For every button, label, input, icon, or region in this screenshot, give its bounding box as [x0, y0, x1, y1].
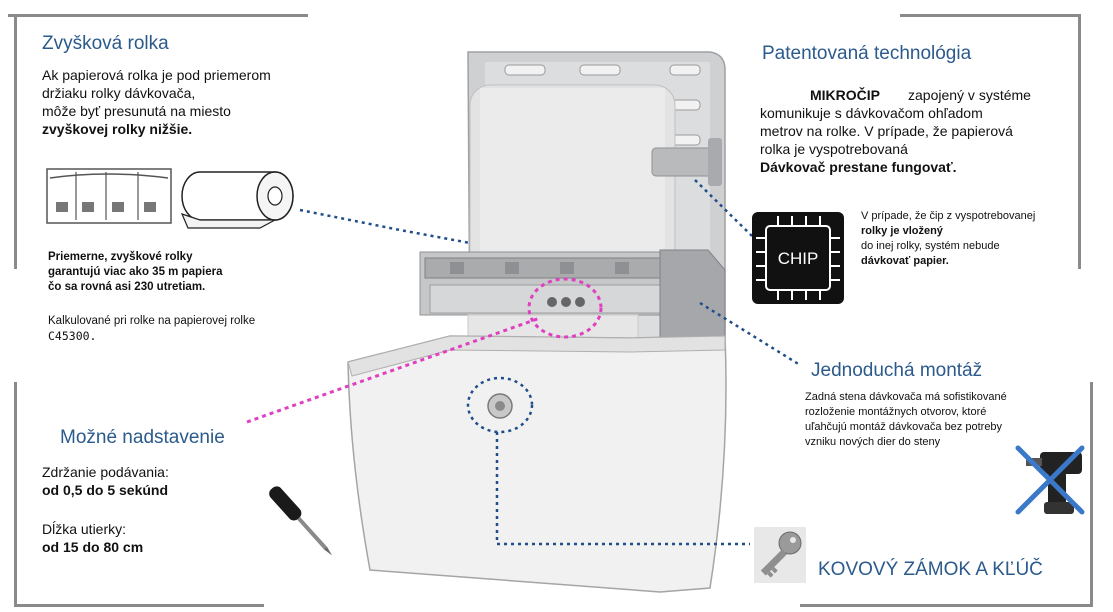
delay-label: Zdržanie podávania:: [42, 464, 169, 480]
chip-word: MIKROČIP: [810, 87, 880, 103]
chip-note-bold-line: dávkovať papier.: [861, 255, 949, 267]
chip-icon: CHIP: [752, 212, 844, 304]
raised-roll-line: môže byť presunutá na miesto: [42, 103, 231, 119]
patent-first-line-rest: zapojený v systéme: [908, 87, 1031, 103]
frame-top-right: [900, 14, 1080, 17]
roll-holder-icon: [46, 168, 172, 224]
mounting-heading: Jednoduchá montáž: [811, 360, 983, 381]
patent-heading: Patentovaná technológia: [762, 43, 972, 64]
patent-line: metrov na rolke. V prípade, že papierová: [760, 123, 1013, 139]
frame-bottom-right: [800, 604, 1093, 607]
raised-roll-text: Ak papierová rolka je pod priemerom drži…: [42, 66, 271, 138]
patent-line: komunikuje s dávkovačom ohľadom: [760, 105, 983, 121]
mounting-line: rozloženie montážnych otvorov, ktoré: [805, 406, 987, 418]
frame-top-left: [8, 14, 308, 17]
frame-bottom-left: [14, 604, 264, 607]
raised-roll-heading: Zvyšková rolka: [42, 33, 169, 54]
raised-roll-line: Ak papierová rolka je pod priemerom: [42, 67, 271, 83]
mounting-line: uľahčujú montáž dávkovača bez potreby: [805, 421, 1003, 433]
mounting-line: vzniku nových dier do steny: [805, 436, 941, 448]
patent-line: rolka je vyspotrebovaná: [760, 141, 908, 157]
stats-note-line: C45300.: [48, 329, 97, 343]
chip-note: V prípade, že čip z vyspotrebovanej rolk…: [861, 209, 1035, 269]
drill-crossed-icon: [1015, 445, 1085, 515]
settings-text: Zdržanie podávania: od 0,5 do 5 sekúnd: [42, 463, 169, 499]
stats-line: čo sa rovná asi 230 utretiam.: [48, 281, 206, 293]
chip-note-line: do inej rolky, systém nebude: [861, 240, 1000, 252]
length-text: Dĺžka utierky: od 15 do 80 cm: [42, 520, 143, 556]
mounting-text: Zadná stena dávkovača má sofistikované r…: [805, 390, 1007, 450]
length-label: Dĺžka utierky:: [42, 521, 127, 537]
mounting-line: Zadná stena dávkovača má sofistikované: [805, 391, 1007, 403]
raised-roll-bold-line: zvyškovej rolky nižšie.: [42, 121, 193, 137]
patent-first-line: MIKROČIP zapojený v systéme: [760, 86, 1031, 104]
frame-right-bottom: [1090, 382, 1093, 607]
delay-value: od 0,5 do 5 sekúnd: [42, 482, 169, 498]
raised-roll-line: držiaku rolky dávkovača,: [42, 85, 196, 101]
frame-left-top: [14, 14, 17, 269]
key-icon: [754, 527, 806, 583]
patent-bold-line: Dávkovač prestane fungovať.: [760, 159, 957, 175]
stats-note-line: Kalkulované pri rolke na papierovej rolk…: [48, 315, 256, 327]
stats-line: garantujú viac ako 35 m papiera: [48, 266, 223, 278]
patent-text: MIKROČIP zapojený v systéme komunikuje s …: [760, 86, 1031, 176]
stats-line: Priemerne, zvyškové rolky: [48, 251, 193, 263]
chip-note-bold-line: rolky je vložený: [861, 225, 943, 237]
length-value: od 15 do 80 cm: [42, 539, 144, 555]
lock-heading: KOVOVÝ ZÁMOK A KĽÚČ: [818, 559, 1043, 580]
stats-text: Priemerne, zvyškové rolky garantujú viac…: [48, 250, 223, 295]
chip-label: CHIP: [778, 249, 819, 268]
chip-note-line: V prípade, že čip z vyspotrebovanej: [861, 210, 1036, 222]
settings-heading: Možné nadstavenie: [60, 427, 225, 448]
frame-right-top: [1078, 14, 1081, 269]
frame-left-bottom: [14, 382, 17, 607]
stats-note: Kalkulované pri rolke na papierovej rolk…: [48, 314, 255, 344]
screwdriver-icon: [269, 486, 333, 556]
dispenser-image: [347, 51, 727, 593]
paper-roll-icon: [180, 171, 294, 229]
